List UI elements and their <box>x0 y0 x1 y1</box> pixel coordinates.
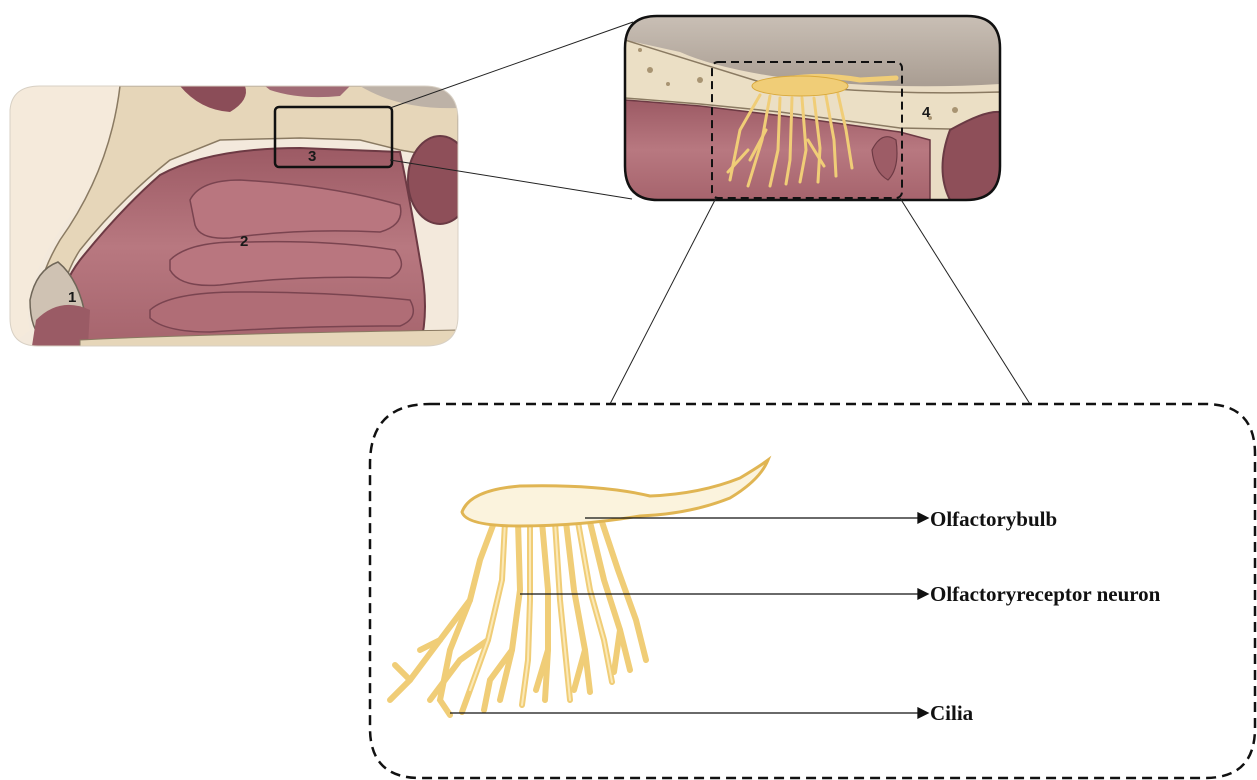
nasal-cavity-illustration <box>10 86 472 346</box>
olfactory-neuron-drawing <box>390 460 768 715</box>
label-olfactory-receptor-neuron: Olfactoryreceptor neuron <box>930 582 1161 606</box>
label-cilia: Cilia <box>930 701 974 725</box>
zoomed-olfactory-region <box>625 16 1000 200</box>
label-number-1: 1 <box>68 289 76 306</box>
label-number-3: 3 <box>308 148 316 165</box>
zoom-line-left <box>610 198 716 404</box>
label-olfactory-bulb: Olfactorybulb <box>930 507 1057 531</box>
zoom-line-right <box>900 198 1030 404</box>
label-number-2: 2 <box>240 233 248 250</box>
label-number-4: 4 <box>922 104 931 121</box>
zoom-line-upper <box>390 22 633 108</box>
